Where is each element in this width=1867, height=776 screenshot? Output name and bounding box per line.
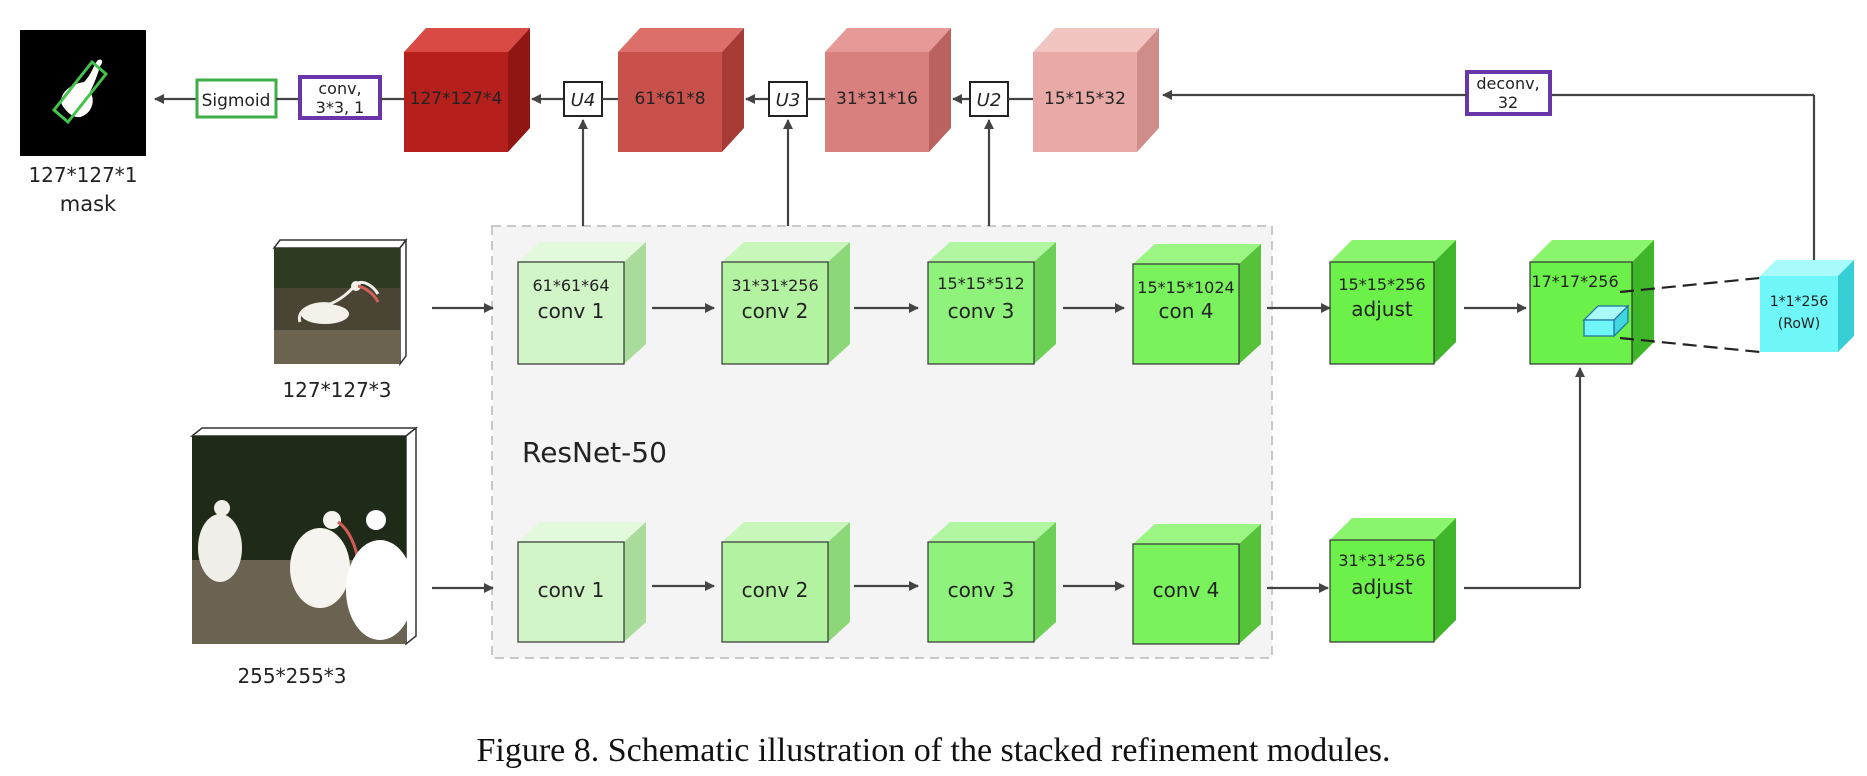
row-block <box>1760 260 1854 352</box>
template-conv3-name: conv 3 <box>948 299 1015 323</box>
template-conv3-size: 15*15*512 <box>937 274 1024 293</box>
correlation-size: 17*17*256 <box>1531 272 1618 291</box>
search-conv3-name: conv 3 <box>948 578 1015 602</box>
search-conv2-block <box>721 522 850 643</box>
template-conv2-size: 31*31*256 <box>731 276 818 295</box>
u4-label: U4 <box>571 90 596 111</box>
decoder-block-4 <box>1033 28 1159 152</box>
search-adjust-name: adjust <box>1351 575 1413 599</box>
deconv-label-line2: 32 <box>1498 93 1518 112</box>
search-adjust-size: 31*31*256 <box>1338 551 1425 570</box>
template-conv1-size: 61*61*64 <box>532 276 609 295</box>
conv-label-line2: 3*3, 1 <box>316 98 365 117</box>
deconv-label-line1: deconv, <box>1476 74 1539 93</box>
u3-label: U3 <box>776 90 801 111</box>
decoder-block-1 <box>404 28 530 152</box>
decoder-block-1-label: 127*127*4 <box>410 89 503 109</box>
deconv-box <box>1465 70 1552 116</box>
search-size-label: 255*255*3 <box>237 664 346 688</box>
refinement-diagram: ResNet-50 127*127*1 mask Sigmoid conv, 3… <box>20 28 1854 688</box>
u2-box <box>969 81 1009 117</box>
template-conv1-name: conv 1 <box>538 299 605 323</box>
search-conv4-block <box>1132 524 1261 645</box>
zoom-line-top <box>1619 276 1761 294</box>
correlation-block <box>1529 240 1654 365</box>
template-conv4-name: con 4 <box>1159 299 1214 323</box>
decoder-block-3 <box>825 28 951 152</box>
decoder-block-3-label: 31*31*16 <box>836 89 918 109</box>
mask-image <box>20 30 146 156</box>
search-image <box>189 426 419 646</box>
template-conv4-block <box>1132 244 1261 365</box>
mask-size-label: 127*127*1 <box>28 163 137 187</box>
search-conv2-name: conv 2 <box>742 578 809 602</box>
template-conv3-block <box>927 242 1056 365</box>
template-adjust-name: adjust <box>1351 297 1413 321</box>
conv-box <box>298 75 382 120</box>
template-conv2-name: conv 2 <box>742 299 809 323</box>
row-label-line1: 1*1*256 <box>1770 294 1829 310</box>
row-label-line2: (RoW) <box>1778 316 1820 332</box>
backbone-label: ResNet-50 <box>522 436 667 469</box>
conv-label-line1: conv, <box>318 79 361 98</box>
decoder-block-2-label: 61*61*8 <box>634 89 705 109</box>
search-adjust-block <box>1329 518 1456 643</box>
zoom-line-bottom <box>1619 336 1761 354</box>
search-conv4-name: conv 4 <box>1153 578 1220 602</box>
mask-word-label: mask <box>60 192 117 216</box>
search-conv3-block <box>927 522 1056 643</box>
template-conv1-block <box>517 242 646 365</box>
sigmoid-label: Sigmoid <box>202 91 271 111</box>
decoder-block-4-label: 15*15*32 <box>1044 89 1126 109</box>
template-adjust-size: 15*15*256 <box>1338 275 1425 294</box>
template-conv2-block <box>721 242 850 365</box>
search-conv1-name: conv 1 <box>538 578 605 602</box>
template-adjust-block <box>1329 240 1456 365</box>
template-image <box>272 237 408 367</box>
decoder-block-2 <box>618 28 744 152</box>
template-size-label: 127*127*3 <box>282 378 391 402</box>
search-conv1-block <box>517 522 646 643</box>
u2-label: U2 <box>977 90 1002 111</box>
template-conv4-size: 15*15*1024 <box>1137 278 1234 297</box>
figure-caption: Figure 8. Schematic illustration of the … <box>476 732 1391 769</box>
